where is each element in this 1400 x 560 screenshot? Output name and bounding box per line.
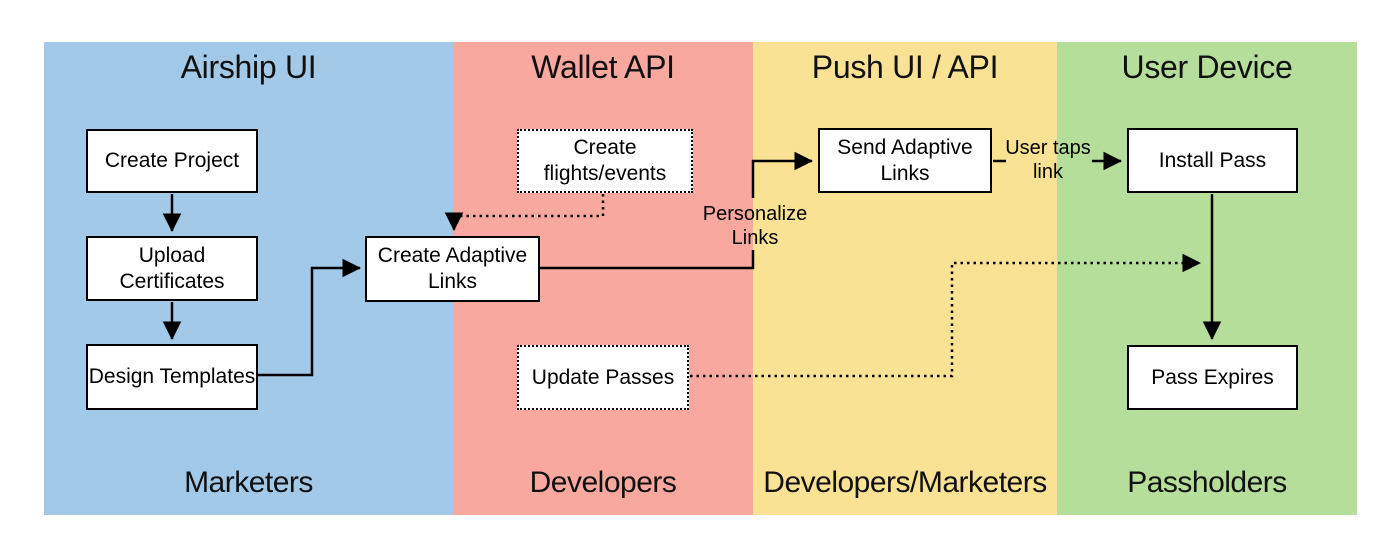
- node-install-pass: Install Pass: [1127, 128, 1298, 193]
- node-upload-certificates: Upload Certificates: [86, 236, 258, 301]
- lane-push-ui-api: Push UI / API Developers/Marketers: [753, 42, 1057, 515]
- node-upload-certificates-label: Upload Certificates: [119, 243, 225, 293]
- lane-footer-developers-marketers: Developers/Marketers: [763, 466, 1047, 499]
- node-design-templates: Design Templates: [86, 344, 258, 410]
- edge-label-personalize-links: Personalize Links: [702, 203, 808, 249]
- node-create-flights-events-label: Create flights/events: [543, 136, 667, 185]
- edge-label-user-taps-link: User taps link: [1005, 137, 1091, 183]
- lane-header-user-device: User Device: [1121, 49, 1293, 85]
- node-send-adaptive-links-label: Send Adaptive Links: [837, 135, 973, 185]
- lane-footer-passholders: Passholders: [1127, 466, 1287, 499]
- node-send-adaptive-links: Send Adaptive Links: [818, 128, 992, 193]
- node-create-flights-events: Create flights/events: [517, 129, 693, 193]
- lane-header-push-ui-api: Push UI / API: [811, 49, 999, 85]
- lane-header-airship-ui: Airship UI: [180, 49, 317, 85]
- lane-user-device: User Device Passholders: [1057, 42, 1357, 515]
- lane-footer-marketers: Marketers: [184, 466, 313, 499]
- node-update-passes-label: Update Passes: [531, 365, 675, 389]
- node-create-project-label: Create Project: [104, 149, 240, 172]
- node-install-pass-label: Install Pass: [1158, 148, 1267, 172]
- node-pass-expires: Pass Expires: [1127, 345, 1298, 410]
- node-design-templates-label: Design Templates: [88, 365, 256, 388]
- node-create-adaptive-links-label: Create Adaptive Links: [377, 244, 528, 293]
- node-pass-expires-label: Pass Expires: [1151, 365, 1274, 389]
- node-create-adaptive-links: Create Adaptive Links: [365, 236, 540, 302]
- lane-header-wallet-api: Wallet API: [531, 49, 675, 85]
- node-update-passes: Update Passes: [517, 345, 689, 410]
- lane-footer-developers: Developers: [529, 466, 677, 499]
- node-create-project: Create Project: [86, 129, 258, 193]
